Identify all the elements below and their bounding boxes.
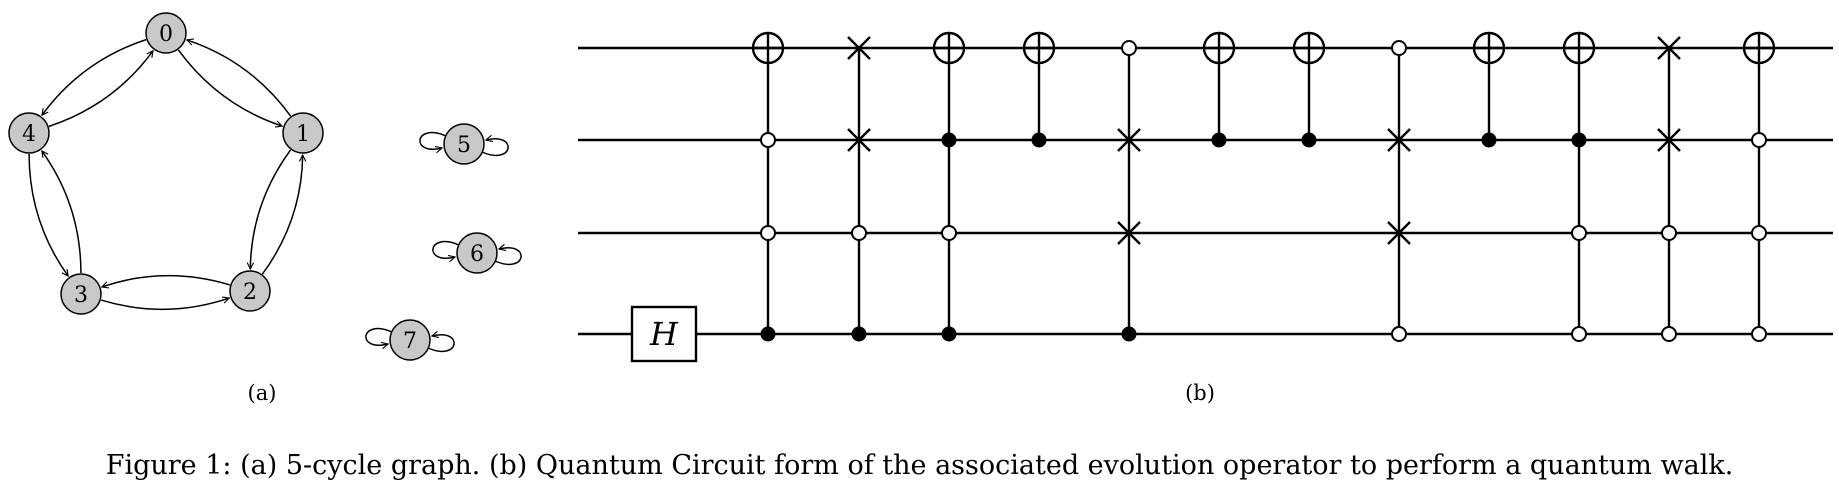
- gate-1-open-control-q2: [851, 225, 867, 241]
- gate-9-open-control-q3: [1571, 326, 1587, 342]
- node-label-7: 7: [403, 329, 417, 354]
- node-label-3: 3: [74, 283, 88, 308]
- self-loop-left-6: [432, 240, 460, 259]
- node-6: [456, 232, 498, 274]
- h-gate: [630, 305, 698, 363]
- gate-1-swap-cross-q0: [847, 36, 871, 60]
- figure-caption: Figure 1: (a) 5-cycle graph. (b) Quantum…: [105, 450, 1734, 481]
- circuit-sublabel: (b): [1185, 381, 1215, 405]
- gate-10-open-control-q2: [1661, 225, 1677, 241]
- self-loop-right-5: [481, 139, 509, 157]
- node-label-1: 1: [296, 122, 310, 147]
- gate-4-control-q3: [1121, 326, 1137, 342]
- node-label-0: 0: [159, 22, 173, 47]
- edge-2-1: [261, 155, 302, 275]
- edge-4-3: [28, 153, 68, 276]
- edge-0-1: [177, 49, 282, 126]
- node-0: [145, 12, 187, 54]
- gate-11-open-control-q1: [1751, 132, 1767, 148]
- gate-10-swap-cross-q1: [1657, 128, 1681, 152]
- gate-9-open-control-q2: [1571, 225, 1587, 241]
- circuit-panel: H: [578, 31, 1833, 363]
- gate-0-open-control-q2: [760, 225, 776, 241]
- self-loop-left-7: [365, 327, 393, 346]
- node-label-5: 5: [457, 133, 471, 158]
- node-label-4: 4: [22, 122, 36, 147]
- self-loop-right-7: [427, 335, 455, 353]
- edge-1-2: [250, 149, 292, 269]
- gate-7-swap-cross-q1: [1387, 128, 1411, 152]
- gate-2-control-q1: [941, 132, 957, 148]
- node-2: [229, 270, 271, 312]
- gate-4-swap-cross-q2: [1117, 221, 1141, 245]
- gate-11-open-control-q3: [1751, 326, 1767, 342]
- node-5: [443, 123, 485, 165]
- node-7: [389, 319, 431, 361]
- edge-3-2: [100, 298, 229, 311]
- edge-3-4: [42, 151, 82, 274]
- node-1: [282, 112, 324, 154]
- graph-panel: 0 1 2 3 4 5 6 7: [8, 12, 522, 361]
- gate-10-swap-cross-q0: [1657, 36, 1681, 60]
- node-3: [60, 273, 102, 315]
- gate-0-open-control-q1: [760, 132, 776, 148]
- gate-10-open-control-q3: [1661, 326, 1677, 342]
- gate-1-swap-cross-q1: [847, 128, 871, 152]
- gate-6-control-q1: [1301, 132, 1317, 148]
- gate-11-open-control-q2: [1751, 225, 1767, 241]
- node-label-6: 6: [470, 242, 484, 267]
- gate-0-control-q3: [760, 326, 776, 342]
- gate-3-control-q1: [1031, 132, 1047, 148]
- gate-9-control-q1: [1571, 132, 1587, 148]
- figure: 0 1 2 3 4 5 6 7 (a) H (b): [8, 12, 1833, 405]
- gate-5-control-q1: [1211, 132, 1227, 148]
- gate-4-swap-cross-q1: [1117, 128, 1141, 152]
- gate-7-swap-cross-q2: [1387, 221, 1411, 245]
- node-label-2: 2: [243, 280, 257, 305]
- gate-7-open-control-q3: [1391, 326, 1407, 342]
- gate-7-open-control-q0: [1391, 40, 1407, 56]
- edge-2-3: [102, 274, 231, 287]
- node-4: [8, 112, 50, 154]
- graph-sublabel: (a): [248, 381, 277, 405]
- h-gate-label: H: [649, 315, 679, 353]
- gate-8-control-q1: [1481, 132, 1497, 148]
- edge-1-0: [187, 40, 292, 117]
- self-loop-right-6: [494, 248, 522, 266]
- self-loop-left-5: [419, 131, 447, 150]
- gate-2-open-control-q2: [941, 225, 957, 241]
- gate-1-control-q3: [851, 326, 867, 342]
- gate-2-control-q3: [941, 326, 957, 342]
- edge-0-4: [42, 38, 147, 116]
- edge-4-0: [48, 51, 153, 128]
- gate-4-open-control-q0: [1121, 40, 1137, 56]
